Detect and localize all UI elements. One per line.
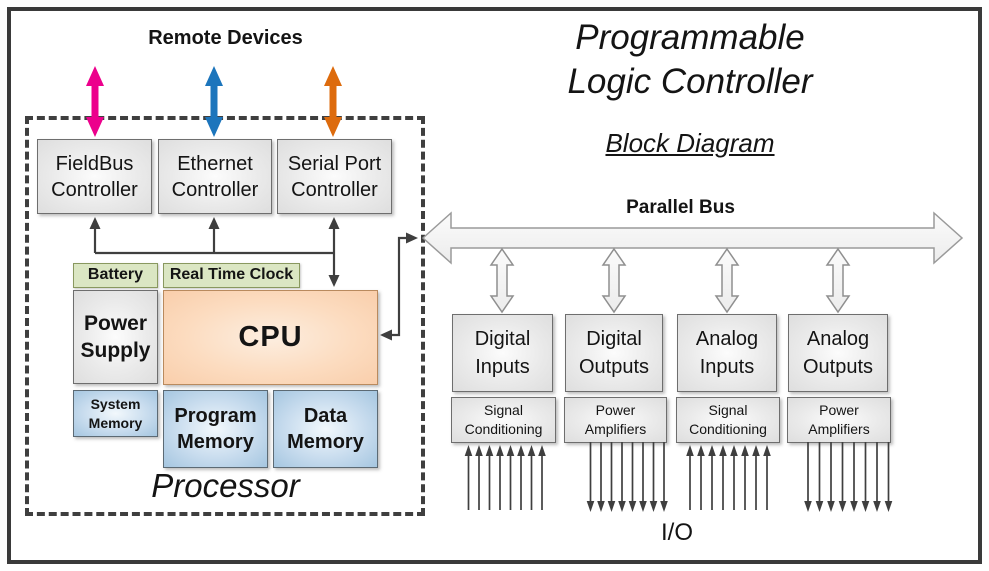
diagram-subtitle: Block Diagram bbox=[605, 128, 775, 158]
ethernet-controller-line1: Ethernet bbox=[177, 152, 253, 175]
analog-inputs-line1: Analog bbox=[695, 328, 759, 350]
remote-devices-label: Remote Devices bbox=[148, 27, 303, 49]
power-amplifiers-2-line2: Amplifiers bbox=[808, 421, 870, 437]
analog-inputs-line2: Inputs bbox=[699, 356, 755, 378]
ethernet-controller-box: Ethernet Controller bbox=[158, 139, 272, 214]
diagram-title: Programmable Logic Controller bbox=[450, 16, 930, 104]
battery-box: Battery bbox=[73, 263, 158, 288]
title-line1: Programmable bbox=[575, 18, 805, 57]
title-line2: Logic Controller bbox=[567, 62, 813, 102]
analog-outputs-line1: Analog bbox=[806, 328, 870, 350]
serial-port-controller-line1: Serial Port bbox=[287, 152, 382, 175]
analog-inputs-box: Analog Inputs bbox=[677, 314, 777, 392]
digital-inputs-box: Digital Inputs bbox=[452, 314, 553, 392]
data-memory-line1: Data bbox=[303, 405, 348, 427]
battery-label: Battery bbox=[87, 266, 144, 284]
power-supply-line2: Supply bbox=[80, 339, 151, 362]
parallel-bus-label: Parallel Bus bbox=[626, 197, 735, 218]
data-memory-line2: Memory bbox=[287, 431, 364, 453]
fieldbus-controller-box: FieldBus Controller bbox=[37, 139, 152, 214]
ethernet-controller-line2: Controller bbox=[171, 178, 259, 201]
digital-inputs-line1: Digital bbox=[474, 328, 531, 350]
data-memory-box: Data Memory bbox=[273, 390, 378, 468]
fieldbus-controller-line2: Controller bbox=[51, 178, 138, 201]
fieldbus-controller-line1: FieldBus bbox=[55, 152, 134, 175]
power-amplifiers-box-2: Power Amplifiers bbox=[787, 397, 891, 443]
signal-conditioning-2-line2: Conditioning bbox=[689, 421, 767, 437]
signal-conditioning-1-line1: Signal bbox=[484, 402, 523, 419]
power-supply-line1: Power bbox=[83, 311, 148, 335]
program-memory-line1: Program bbox=[174, 405, 257, 427]
digital-outputs-line2: Outputs bbox=[578, 356, 650, 378]
program-memory-box: Program Memory bbox=[163, 390, 268, 468]
real-time-clock-label: Real Time Clock bbox=[169, 266, 294, 284]
io-label: I/O bbox=[660, 519, 693, 546]
signal-conditioning-box-1: Signal Conditioning bbox=[451, 397, 556, 443]
power-amplifiers-box-1: Power Amplifiers bbox=[564, 397, 667, 443]
processor-label: Processor bbox=[151, 467, 300, 504]
system-memory-line1: System bbox=[90, 395, 141, 412]
analog-outputs-box: Analog Outputs bbox=[788, 314, 888, 392]
system-memory-box: System Memory bbox=[73, 390, 158, 437]
digital-outputs-box: Digital Outputs bbox=[565, 314, 663, 392]
analog-outputs-line2: Outputs bbox=[802, 356, 874, 378]
real-time-clock-box: Real Time Clock bbox=[163, 263, 300, 288]
program-memory-line2: Memory bbox=[177, 431, 254, 453]
processor-dashed-boundary bbox=[25, 116, 425, 516]
cpu-box: CPU bbox=[163, 290, 378, 385]
system-memory-line2: Memory bbox=[88, 414, 143, 431]
power-amplifiers-1-line1: Power bbox=[595, 402, 636, 419]
digital-inputs-line2: Inputs bbox=[475, 356, 530, 378]
cpu-label: CPU bbox=[238, 320, 303, 353]
serial-port-controller-box: Serial Port Controller bbox=[277, 139, 392, 214]
serial-port-controller-line2: Controller bbox=[291, 178, 378, 201]
signal-conditioning-2-line1: Signal bbox=[708, 402, 748, 419]
power-amplifiers-2-line1: Power bbox=[819, 402, 859, 419]
digital-outputs-line1: Digital bbox=[586, 328, 642, 350]
power-supply-box: Power Supply bbox=[73, 290, 158, 384]
signal-conditioning-box-2: Signal Conditioning bbox=[676, 397, 780, 443]
signal-conditioning-1-line2: Conditioning bbox=[464, 421, 543, 437]
power-amplifiers-1-line2: Amplifiers bbox=[584, 421, 647, 437]
